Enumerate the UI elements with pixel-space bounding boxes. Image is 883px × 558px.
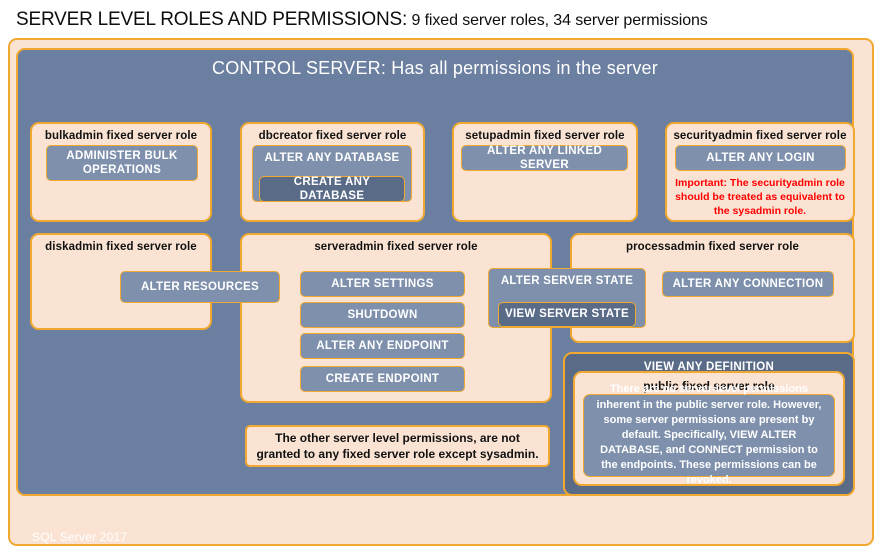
role-label-diskadmin: diskadmin fixed server role	[45, 241, 197, 253]
role-label-bulkadmin: bulkadmin fixed server role	[44, 130, 198, 142]
permission-create-endpoint[interactable]: CREATE ENDPOINT	[300, 366, 465, 392]
permission-alter-any-database-label: ALTER ANY DATABASE	[264, 152, 400, 164]
permission-alter-any-endpoint[interactable]: ALTER ANY ENDPOINT	[300, 333, 465, 359]
permission-alter-any-login[interactable]: ALTER ANY LOGIN	[675, 145, 846, 171]
role-label-public: public fixed server role	[643, 379, 775, 393]
role-label-dbcreator: dbcreator fixed server role	[258, 130, 407, 142]
role-label-serveradmin: serveradmin fixed server role	[314, 241, 478, 253]
control-server-label: CONTROL SERVER: Has all permissions in t…	[212, 58, 658, 78]
page-title: SERVER LEVEL ROLES AND PERMISSIONS: 9 fi…	[16, 9, 708, 31]
page-title-strong: SERVER LEVEL ROLES AND PERMISSIONS:	[16, 9, 408, 30]
page-title-rest: 9 fixed server roles, 34 server permissi…	[407, 12, 708, 29]
role-card-securityadmin: securityadmin fixed server role	[665, 122, 855, 222]
role-card-setupadmin: setupadmin fixed server role	[452, 122, 638, 222]
permission-alter-settings[interactable]: ALTER SETTINGS	[300, 271, 465, 297]
permission-administer-bulk-operations[interactable]: ADMINISTER BULK OPERATIONS	[46, 145, 198, 181]
role-label-setupadmin: setupadmin fixed server role	[465, 130, 625, 142]
footer-version-label: SQL Server 2017	[32, 530, 128, 544]
permission-create-any-database[interactable]: CREATE ANY DATABASE	[259, 176, 405, 202]
permission-view-server-state[interactable]: VIEW SERVER STATE	[498, 302, 636, 327]
note-other-permissions: The other server level permissions, are …	[245, 425, 550, 467]
permission-shutdown[interactable]: SHUTDOWN	[300, 302, 465, 328]
public-role-description: There are no server-level permissions in…	[583, 383, 835, 486]
role-label-processadmin: processadmin fixed server role	[625, 241, 800, 253]
permission-view-any-definition[interactable]: VIEW ANY DEFINITION	[643, 361, 775, 373]
permission-alter-any-connection[interactable]: ALTER ANY CONNECTION	[662, 271, 834, 297]
role-label-securityadmin: securityadmin fixed server role	[673, 130, 847, 142]
securityadmin-warning-text: Important: The securityadmin role should…	[675, 177, 845, 218]
permission-alter-any-linked-server[interactable]: ALTER ANY LINKED SERVER	[461, 145, 628, 171]
permission-alter-server-state-label: ALTER SERVER STATE	[500, 275, 634, 287]
permission-alter-resources[interactable]: ALTER RESOURCES	[120, 271, 280, 303]
